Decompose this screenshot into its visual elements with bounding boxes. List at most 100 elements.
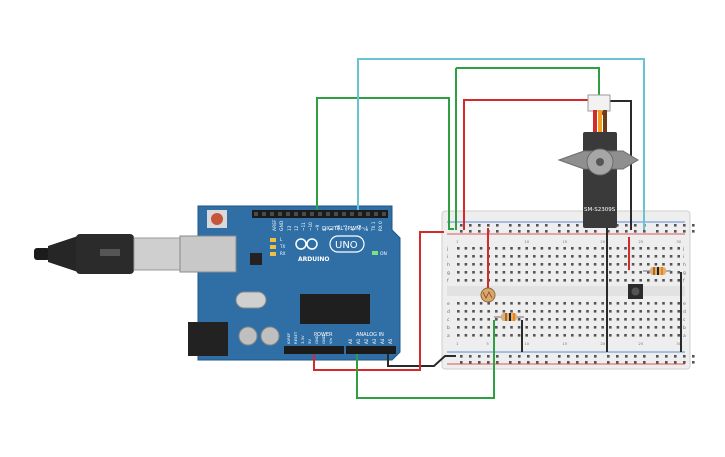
breadboard-hole[interactable] <box>464 255 468 258</box>
breadboard-hole[interactable] <box>555 326 559 329</box>
power-rail-hole[interactable] <box>625 224 628 227</box>
breadboard-hole[interactable] <box>457 279 460 282</box>
header-pin-hole[interactable] <box>278 212 282 216</box>
breadboard-hole[interactable] <box>677 247 680 250</box>
breadboard-hole[interactable] <box>601 263 604 266</box>
breadboard-hole[interactable] <box>571 255 574 258</box>
breadboard-hole[interactable] <box>472 334 475 337</box>
breadboard-hole[interactable] <box>647 255 650 258</box>
breadboard-hole[interactable] <box>533 310 536 313</box>
breadboard-hole[interactable] <box>517 247 521 250</box>
breadboard-hole[interactable] <box>457 302 460 305</box>
breadboard-hole[interactable] <box>601 247 604 250</box>
breadboard-hole[interactable] <box>593 247 597 250</box>
breadboard-hole[interactable] <box>517 318 521 321</box>
power-rail-hole[interactable] <box>585 355 588 358</box>
power-rail-hole[interactable] <box>585 361 588 364</box>
power-rail-hole[interactable] <box>616 361 619 364</box>
power-rail-hole[interactable] <box>692 355 695 358</box>
breadboard-hole[interactable] <box>631 310 635 313</box>
breadboard-hole[interactable] <box>540 310 544 313</box>
breadboard-hole[interactable] <box>502 302 506 305</box>
breadboard-hole[interactable] <box>563 302 566 305</box>
breadboard-hole[interactable] <box>555 263 559 266</box>
breadboard-hole[interactable] <box>517 334 521 337</box>
breadboard-hole[interactable] <box>525 302 528 305</box>
breadboard-hole[interactable] <box>510 279 513 282</box>
breadboard-hole[interactable] <box>586 255 589 258</box>
breadboard-hole[interactable] <box>472 271 475 274</box>
breadboard-hole[interactable] <box>593 326 597 329</box>
breadboard-hole[interactable] <box>548 326 551 329</box>
breadboard-hole[interactable] <box>472 247 475 250</box>
breadboard-hole[interactable] <box>533 334 536 337</box>
breadboard-hole[interactable] <box>654 255 658 258</box>
power-rail-hole[interactable] <box>576 230 579 233</box>
breadboard-hole[interactable] <box>563 334 566 337</box>
power-rail-hole[interactable] <box>496 361 499 364</box>
breadboard-hole[interactable] <box>609 302 612 305</box>
power-rail-hole[interactable] <box>665 230 668 233</box>
breadboard-hole[interactable] <box>662 263 665 266</box>
breadboard-hole[interactable] <box>586 279 589 282</box>
breadboard-hole[interactable] <box>540 302 544 305</box>
power-rail-hole[interactable] <box>607 355 610 358</box>
breadboard-hole[interactable] <box>601 326 604 329</box>
breadboard-hole[interactable] <box>555 247 559 250</box>
breadboard-hole[interactable] <box>533 255 536 258</box>
power-rail-hole[interactable] <box>683 230 686 233</box>
power-rail-hole[interactable] <box>665 361 668 364</box>
power-rail-hole[interactable] <box>527 361 530 364</box>
breadboard-hole[interactable] <box>533 279 536 282</box>
breadboard-hole[interactable] <box>639 326 642 329</box>
breadboard-hole[interactable] <box>517 271 521 274</box>
breadboard-hole[interactable] <box>669 302 673 305</box>
breadboard-hole[interactable] <box>631 263 635 266</box>
power-rail-hole[interactable] <box>469 361 472 364</box>
power-rail-hole[interactable] <box>576 355 579 358</box>
wire-green-servo-signal[interactable] <box>456 67 600 108</box>
breadboard-hole[interactable] <box>472 279 475 282</box>
breadboard-hole[interactable] <box>571 247 574 250</box>
wire-green-a0[interactable] <box>356 320 495 399</box>
breadboard-hole[interactable] <box>601 255 604 258</box>
breadboard-hole[interactable] <box>525 263 528 266</box>
power-rail-hole[interactable] <box>460 355 463 358</box>
breadboard-hole[interactable] <box>586 263 589 266</box>
power-rail-hole[interactable] <box>634 355 637 358</box>
power-rail-hole[interactable] <box>469 224 472 227</box>
breadboard-hole[interactable] <box>472 310 475 313</box>
breadboard-hole[interactable] <box>548 271 551 274</box>
breadboard-hole[interactable] <box>571 271 574 274</box>
power-rail-hole[interactable] <box>625 355 628 358</box>
breadboard-hole[interactable] <box>631 247 635 250</box>
power-rail-hole[interactable] <box>656 355 659 358</box>
breadboard-hole[interactable] <box>593 334 597 337</box>
breadboard-hole[interactable] <box>533 302 536 305</box>
power-rail-hole[interactable] <box>683 361 686 364</box>
breadboard-hole[interactable] <box>479 326 483 329</box>
breadboard-hole[interactable] <box>609 334 612 337</box>
breadboard-hole[interactable] <box>662 247 665 250</box>
breadboard-hole[interactable] <box>578 255 582 258</box>
power-rail-hole[interactable] <box>536 230 539 233</box>
breadboard-hole[interactable] <box>525 271 528 274</box>
breadboard-hole[interactable] <box>502 247 506 250</box>
breadboard-hole[interactable] <box>669 263 673 266</box>
breadboard-hole[interactable] <box>654 279 658 282</box>
breadboard-hole[interactable] <box>654 247 658 250</box>
breadboard-hole[interactable] <box>540 326 544 329</box>
breadboard-hole[interactable] <box>479 279 483 282</box>
breadboard-hole[interactable] <box>495 302 498 305</box>
power-rail-hole[interactable] <box>616 224 619 227</box>
breadboard-hole[interactable] <box>601 310 604 313</box>
breadboard-hole[interactable] <box>533 326 536 329</box>
breadboard-hole[interactable] <box>464 310 468 313</box>
breadboard-hole[interactable] <box>624 247 627 250</box>
power-rail-hole[interactable] <box>536 224 539 227</box>
breadboard-hole[interactable] <box>669 279 673 282</box>
breadboard-hole[interactable] <box>563 279 566 282</box>
breadboard-hole[interactable] <box>601 334 604 337</box>
breadboard-hole[interactable] <box>510 263 513 266</box>
breadboard-hole[interactable] <box>609 255 612 258</box>
